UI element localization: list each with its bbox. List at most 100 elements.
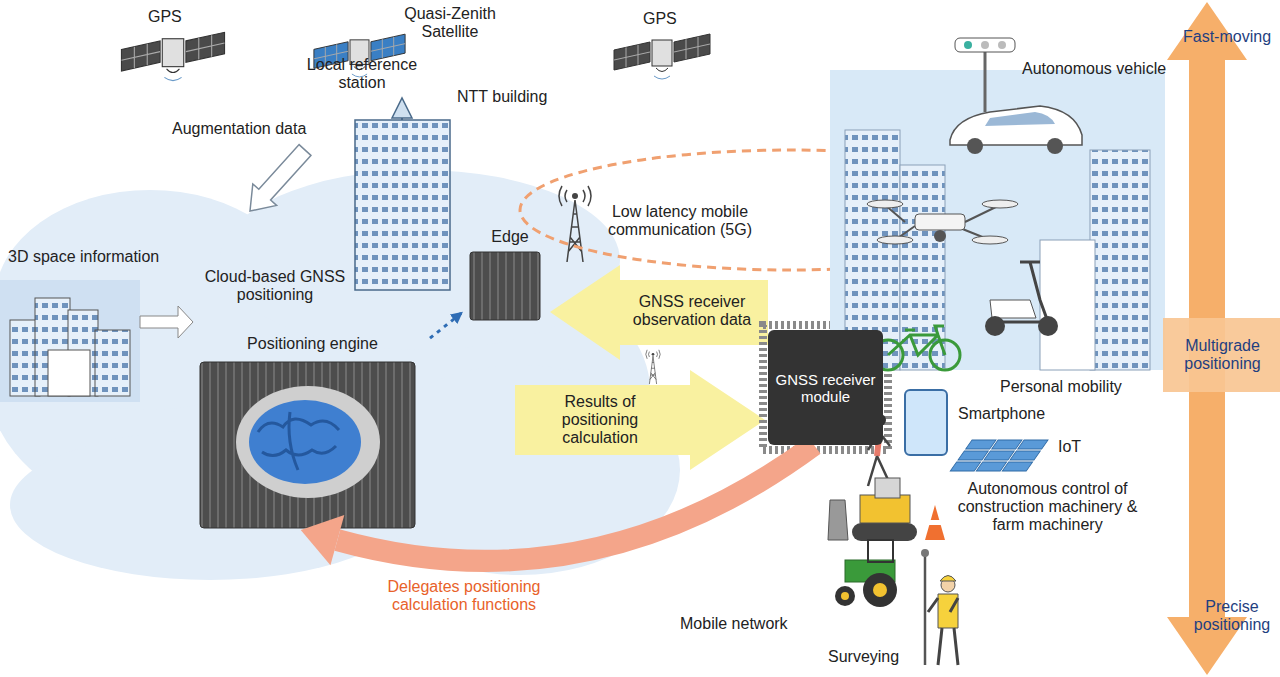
delegation-arrow xyxy=(301,445,814,565)
city-scene xyxy=(972,236,1008,244)
machinery-icons xyxy=(828,478,958,665)
machinery-icons xyxy=(852,523,917,541)
connector-line xyxy=(430,313,462,339)
device-label: Autonomous vehicle xyxy=(1022,60,1166,78)
city-scene xyxy=(964,41,972,49)
machinery-icons xyxy=(940,576,956,582)
device-icons xyxy=(992,440,1022,449)
network-label: Mobile network xyxy=(680,615,788,633)
machinery-icons xyxy=(828,500,848,540)
block-arrow xyxy=(515,370,765,470)
antenna-tower xyxy=(559,186,591,262)
device-icons xyxy=(950,440,1048,471)
scale-label: Precise positioning xyxy=(1188,598,1276,634)
node-text: Positioning engine xyxy=(195,335,430,353)
device-label: IoT xyxy=(1058,438,1081,456)
server-icon xyxy=(200,252,540,528)
city-model-icon xyxy=(0,280,140,402)
machinery-icons xyxy=(873,583,887,597)
cloud xyxy=(0,170,680,580)
city-model-icon xyxy=(48,350,90,396)
machinery-icons xyxy=(938,594,958,628)
city-scene xyxy=(934,230,946,242)
server-node: Positioning engine xyxy=(195,335,430,530)
node-text: Edge xyxy=(462,228,558,246)
data-label: 3D space information xyxy=(8,248,159,266)
city-scene xyxy=(982,200,1018,208)
block-arrow xyxy=(515,265,768,470)
city-scene xyxy=(967,138,983,154)
machinery-icons xyxy=(928,598,958,665)
machinery-icons xyxy=(860,495,910,523)
satellite-icon xyxy=(614,34,710,79)
device-icons xyxy=(976,462,1006,471)
dashed-connector xyxy=(430,313,462,339)
device-label: Personal mobility xyxy=(1000,378,1122,396)
network-label: Low latency mobile communication (5G) xyxy=(600,203,760,239)
server-icon xyxy=(200,362,415,528)
chip-node: GNSS receiver module xyxy=(768,330,883,445)
edge-label: Delegates positioning calculation functi… xyxy=(378,578,550,614)
arrow-body xyxy=(337,445,814,561)
chip-pins xyxy=(763,325,888,450)
server-icon xyxy=(258,412,339,470)
building-icon xyxy=(392,98,412,118)
machinery-icons xyxy=(835,586,855,606)
edge-server-node: Edge xyxy=(462,228,558,320)
city-scene xyxy=(830,70,1165,370)
machinery-icons xyxy=(868,540,893,562)
city-model-icon xyxy=(140,306,193,338)
satellite-label: Quasi-Zenith Satellite xyxy=(395,5,505,41)
city-scene xyxy=(1040,240,1095,370)
band-node: Multigrade positioning xyxy=(1163,318,1280,392)
building-icon xyxy=(355,98,450,290)
function-label: Cloud-based GNSS positioning xyxy=(200,268,350,304)
machinery-icons xyxy=(925,505,945,540)
data-label: Augmentation data xyxy=(172,120,306,138)
data-arrow xyxy=(250,145,311,211)
machinery-icons xyxy=(841,592,849,600)
device-icons xyxy=(950,462,980,471)
arrow-label: Results of positioning calculation xyxy=(550,393,650,447)
server-icon xyxy=(236,386,380,498)
device-icons xyxy=(958,451,988,460)
device-icons xyxy=(905,390,947,455)
machinery-icons xyxy=(863,573,897,607)
city-scene xyxy=(1047,138,1063,154)
satellite-label: GPS xyxy=(148,8,182,26)
city-scene xyxy=(998,41,1006,49)
device-icons xyxy=(966,440,996,449)
machinery-icons xyxy=(929,520,941,525)
device-label: Surveying xyxy=(828,648,899,666)
satellite-icon xyxy=(121,32,224,80)
city-scene xyxy=(985,316,1005,336)
server-icon xyxy=(470,252,540,320)
node-text: Multigrade positioning xyxy=(1167,337,1278,373)
device-icons xyxy=(868,390,1048,486)
station-label: Local reference station xyxy=(302,56,422,92)
data-arrow xyxy=(250,145,311,211)
scale-label: Fast-moving xyxy=(1183,28,1271,46)
city-scene xyxy=(985,112,1055,126)
building-icon xyxy=(355,120,450,290)
city-model-icon xyxy=(95,330,130,396)
arrow-label: GNSS receiver observation data xyxy=(622,293,762,329)
server-icon xyxy=(249,400,361,484)
machinery-icons xyxy=(921,549,929,557)
satellite-label: GPS xyxy=(643,10,677,28)
city-model-icon xyxy=(0,280,193,402)
antenna-tower xyxy=(646,350,660,384)
block-arrow xyxy=(550,265,768,360)
device-label: Smartphone xyxy=(958,405,1045,423)
device-icons xyxy=(1010,451,1040,460)
city-scene xyxy=(950,106,1082,145)
city-scene xyxy=(1020,261,1040,264)
city-scene xyxy=(990,300,1036,318)
device-icons xyxy=(1002,462,1032,471)
node-text: GNSS receiver module xyxy=(774,371,877,405)
city-scene xyxy=(888,326,945,355)
city-scene xyxy=(1090,150,1150,370)
machinery-icons xyxy=(924,555,927,665)
